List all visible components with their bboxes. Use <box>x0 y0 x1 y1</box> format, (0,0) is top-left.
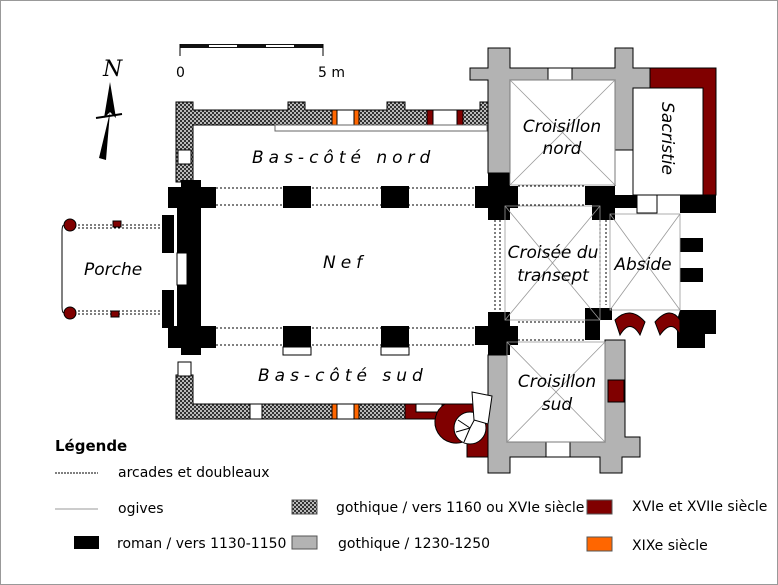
legend-swatch-roman <box>74 536 99 549</box>
legend-label-gothique-1230: gothique / 1230-1250 <box>338 536 490 552</box>
north-aisle-wall <box>175 101 489 183</box>
south-aisle-wall <box>175 361 446 420</box>
room-label-nef: Nef <box>323 253 367 273</box>
romanesque-piers <box>162 173 716 355</box>
legend-label-roman: roman / vers 1130-1150 <box>117 536 286 552</box>
room-label-croisee-2: transept <box>517 266 590 286</box>
legend: Légende arcades et doubleaux ogives roma… <box>55 437 767 554</box>
stair-icon <box>455 391 493 443</box>
room-label-porche: Porche <box>84 260 142 280</box>
room-label-sacristie: Sacristie <box>657 102 677 175</box>
ogives <box>504 79 681 443</box>
room-label-abside: Abside <box>613 255 671 275</box>
room-label-croisillon-nord-2: nord <box>543 139 582 159</box>
svg-text:N: N <box>102 57 123 82</box>
legend-swatch-xixe <box>586 536 613 552</box>
legend-swatch-gothique-1160 <box>291 499 318 515</box>
room-label-croisee-1: Croisée du <box>508 243 599 263</box>
legend-title: Légende <box>55 437 127 455</box>
gothic-transept-walls <box>469 47 651 474</box>
room-label-bas-cote-nord: Bas-côté nord <box>252 148 435 168</box>
legend-swatch-gothique-1230 <box>291 535 318 550</box>
room-label-bas-cote-sud: Bas-côté sud <box>258 366 428 386</box>
legend-label-xixe: XIXe siècle <box>632 538 708 554</box>
legend-label-arcades: arcades et doubleaux <box>118 465 270 481</box>
legend-label-gothique-1160: gothique / vers 1160 ou XVIe siècle <box>336 500 584 516</box>
scale-bar: 0 5 m <box>176 44 345 81</box>
scale-end-label: 5 m <box>318 65 345 81</box>
legend-label-xvie: XVIe et XVIIe siècle <box>632 499 767 515</box>
legend-label-ogives: ogives <box>118 501 164 517</box>
legend-swatch-xvie <box>586 499 613 515</box>
north-arrow-icon: N <box>95 57 123 160</box>
scale-start-label: 0 <box>176 65 185 81</box>
room-label-croisillon-sud-2: sud <box>542 395 573 415</box>
room-label-croisillon-nord-1: Croisillon <box>523 117 601 137</box>
room-label-croisillon-sud-1: Croisillon <box>518 372 596 392</box>
